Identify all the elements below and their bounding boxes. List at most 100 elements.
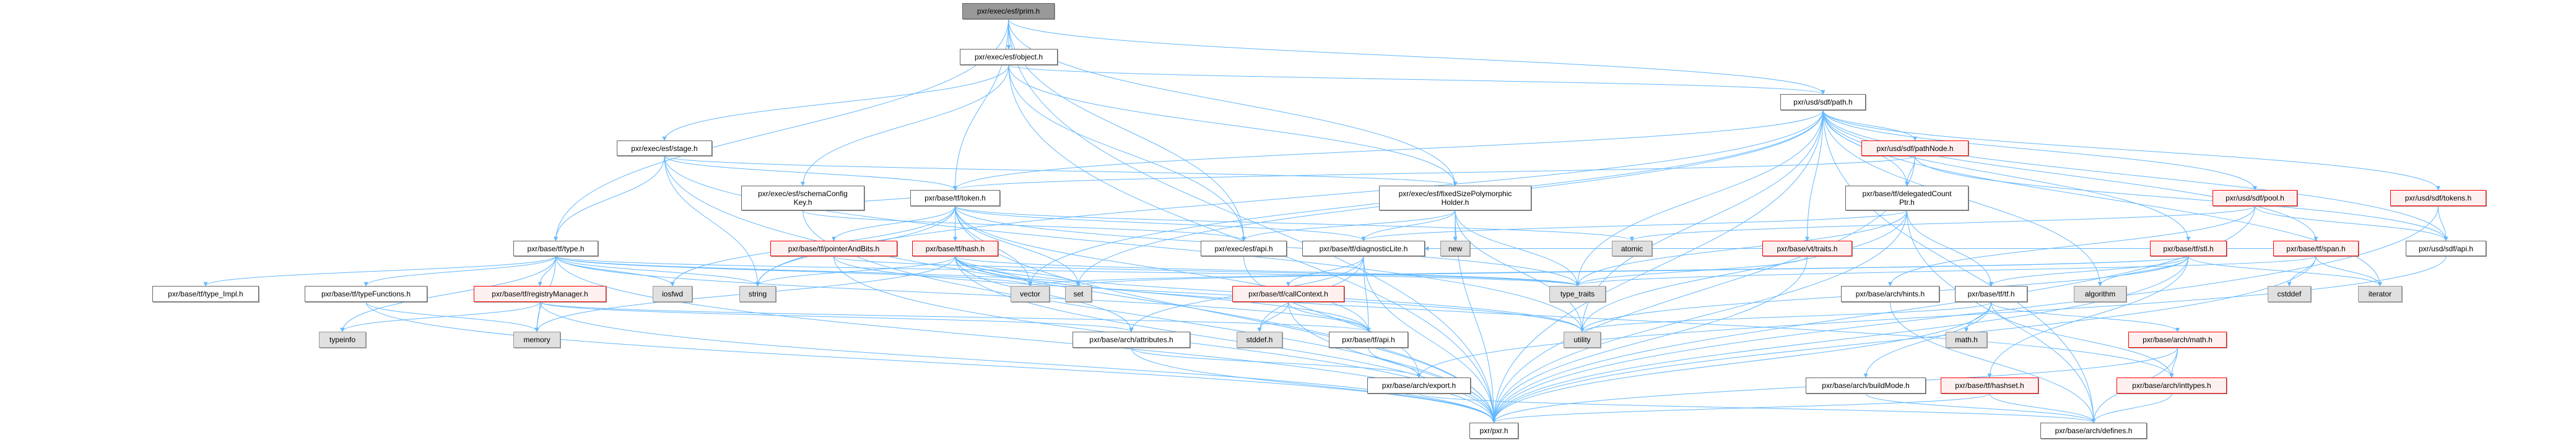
graph-node-esf-api[interactable]: pxr/exec/esf/api.h bbox=[1201, 241, 1287, 256]
edge-path-to-sdfTokens bbox=[1822, 110, 2440, 191]
edge-pathNode-to-sdfApi bbox=[1915, 155, 2448, 241]
graph-node-stl[interactable]: pxr/base/tf/stl.h bbox=[2150, 241, 2227, 256]
node-label: algorithm bbox=[2084, 290, 2116, 298]
graph-node-tf-api[interactable]: pxr/base/tf/api.h bbox=[1329, 332, 1408, 348]
edge-stl-to-pxr bbox=[1492, 256, 2189, 423]
graph-node-new: new bbox=[1440, 241, 1470, 256]
node-label: math.h bbox=[1955, 335, 1978, 344]
edge-callContext-to-stddef bbox=[1257, 301, 1289, 332]
node-label: pxr/base/tf/stl.h bbox=[2163, 244, 2214, 253]
graph-node-mathh: math.h bbox=[1946, 332, 1987, 348]
edge-prim-to-token bbox=[953, 19, 1009, 191]
edge-schemaKey-to-esfApi bbox=[803, 210, 1246, 241]
node-label: pxr/base/tf/api.h bbox=[1342, 335, 1395, 344]
graph-node-cstddef: cstddef bbox=[2268, 286, 2311, 302]
edge-tf-to-archMath bbox=[1991, 301, 2180, 332]
graph-node-registry[interactable]: pxr/base/tf/registryManager.h bbox=[474, 286, 606, 302]
edge-span-to-typeTraits bbox=[1575, 256, 2317, 287]
edge-vtTraits-to-pxr bbox=[1492, 256, 1808, 423]
node-label: pxr/base/arch/inttypes.h bbox=[2132, 381, 2211, 390]
graph-node-type-impl[interactable]: pxr/base/tf/type_Impl.h bbox=[152, 286, 259, 302]
graph-node-stage[interactable]: pxr/exec/esf/stage.h bbox=[617, 140, 712, 156]
edge-tf-to-utility bbox=[1580, 301, 1991, 332]
edge-diagLite-to-pxr bbox=[1363, 256, 1496, 423]
node-label: memory bbox=[523, 335, 550, 344]
graph-node-pxr[interactable]: pxr/pxr.h bbox=[1469, 423, 1518, 439]
edge-pool-to-sdfApi bbox=[2255, 205, 2448, 241]
edge-span-to-cstddef bbox=[2287, 256, 2317, 287]
graph-node-vt-traits[interactable]: pxr/base/vt/traits.h bbox=[1762, 241, 1852, 256]
node-label: iosfwd bbox=[661, 290, 683, 298]
graph-node-arch-math[interactable]: pxr/base/arch/math.h bbox=[2128, 332, 2227, 348]
edge-object-to-schemaKey bbox=[801, 64, 1009, 186]
graph-node-utility: utility bbox=[1564, 332, 1601, 348]
graph-node-pool[interactable]: pxr/usd/sdf/pool.h bbox=[2213, 190, 2297, 206]
edge-stl-to-tf bbox=[1989, 256, 2189, 287]
graph-node-call-context[interactable]: pxr/base/tf/callContext.h bbox=[1232, 286, 1344, 302]
edge-type-to-tfApi bbox=[555, 256, 1371, 332]
edge-path-to-pxr bbox=[1492, 110, 1824, 423]
graph-node-span[interactable]: pxr/base/tf/span.h bbox=[2273, 241, 2359, 256]
edge-stage-to-utility bbox=[664, 155, 1585, 332]
graph-node-diag-lite[interactable]: pxr/base/tf/diagnosticLite.h bbox=[1302, 241, 1425, 256]
graph-node-iterator: iterator bbox=[2358, 286, 2402, 302]
graph-node-set: set bbox=[1065, 286, 1092, 302]
graph-node-tf[interactable]: pxr/base/tf/tf.h bbox=[1955, 286, 2027, 302]
edge-type-to-typeFunctions bbox=[363, 256, 556, 287]
edge-span-to-iterator bbox=[2315, 256, 2382, 287]
graph-node-type-traits: type_traits bbox=[1549, 286, 1606, 302]
edge-pool-to-atomic bbox=[1630, 205, 2255, 241]
node-label: iterator bbox=[2368, 290, 2392, 298]
graph-node-type-functions[interactable]: pxr/base/tf/typeFunctions.h bbox=[305, 286, 427, 302]
edge-type-to-typeImpl bbox=[203, 256, 556, 287]
graph-node-stddef: stddef.h bbox=[1237, 332, 1282, 348]
graph-node-defines[interactable]: pxr/base/arch/defines.h bbox=[2040, 423, 2147, 439]
edge-hashset-to-defines bbox=[1989, 393, 2096, 423]
edge-registry-to-memory bbox=[534, 301, 541, 332]
node-label: string bbox=[748, 290, 767, 298]
graph-node-path-node[interactable]: pxr/usd/sdf/pathNode.h bbox=[1861, 140, 1969, 156]
graph-node-sdf-api[interactable]: pxr/usd/sdf/api.h bbox=[2406, 241, 2486, 256]
graph-node-token[interactable]: pxr/base/tf/token.h bbox=[910, 190, 1000, 206]
node-label: pxr/base/tf/callContext.h bbox=[1248, 290, 1328, 298]
edge-inttypes-to-defines bbox=[2091, 393, 2172, 423]
graph-node-attributes[interactable]: pxr/base/arch/attributes.h bbox=[1073, 332, 1190, 348]
graph-node-pointer-bits[interactable]: pxr/base/tf/pointerAndBits.h bbox=[770, 241, 897, 256]
node-label: pxr/base/tf/pointerAndBits.h bbox=[788, 244, 880, 253]
graph-node-sdf-tokens[interactable]: pxr/usd/sdf/tokens.h bbox=[2390, 190, 2486, 206]
edge-object-to-path bbox=[1008, 64, 1825, 95]
edge-attributes-to-export bbox=[1131, 347, 1421, 378]
graph-node-build-mode[interactable]: pxr/base/arch/buildMode.h bbox=[1806, 377, 1926, 394]
graph-node-hashset[interactable]: pxr/base/tf/hashset.h bbox=[1941, 377, 2039, 394]
node-label: stddef.h bbox=[1246, 335, 1273, 344]
node-label: pxr/base/tf/tf.h bbox=[1967, 290, 2015, 298]
edge-registry-to-attributes bbox=[539, 301, 1134, 332]
edge-delegated-to-diagLite bbox=[1361, 210, 1907, 241]
edge-path-to-span bbox=[1822, 110, 2318, 241]
graph-node-hints[interactable]: pxr/base/arch/hints.h bbox=[1841, 286, 1939, 302]
edge-object-to-stage bbox=[662, 64, 1009, 141]
node-label: pxr/base/tf/typeFunctions.h bbox=[321, 290, 411, 298]
edge-hash-to-set bbox=[955, 256, 1081, 287]
node-label: pxr/exec/esf/prim.h bbox=[977, 7, 1040, 15]
edge-tf-to-mathh bbox=[1964, 301, 1991, 332]
graph-node-string: string bbox=[739, 286, 776, 302]
node-label: pxr/base/tf/diagnosticLite.h bbox=[1319, 244, 1408, 253]
edge-hash-to-typeTraits bbox=[955, 256, 1580, 287]
node-label: pxr/exec/esf/fixedSizePolymorphic bbox=[1398, 189, 1512, 198]
graph-node-object[interactable]: pxr/exec/esf/object.h bbox=[960, 49, 1058, 65]
edge-pointerBits-to-typeTraits bbox=[833, 256, 1580, 287]
graph-node-type[interactable]: pxr/base/tf/type.h bbox=[513, 241, 598, 256]
graph-node-hash[interactable]: pxr/base/tf/hash.h bbox=[912, 241, 998, 256]
edge-stl-to-hashset bbox=[1987, 256, 2189, 378]
graph-node-prim[interactable]: pxr/exec/esf/prim.h bbox=[962, 3, 1055, 19]
node-label: pxr/usd/sdf/path.h bbox=[1793, 98, 1853, 106]
edge-fixedHolder-to-diagLite bbox=[1361, 210, 1456, 241]
node-label: vector bbox=[1020, 290, 1040, 298]
graph-node-path[interactable]: pxr/usd/sdf/path.h bbox=[1780, 94, 1866, 110]
graph-node-inttypes[interactable]: pxr/base/arch/inttypes.h bbox=[2117, 377, 2227, 394]
graph-node-export[interactable]: pxr/base/arch/export.h bbox=[1367, 377, 1471, 394]
